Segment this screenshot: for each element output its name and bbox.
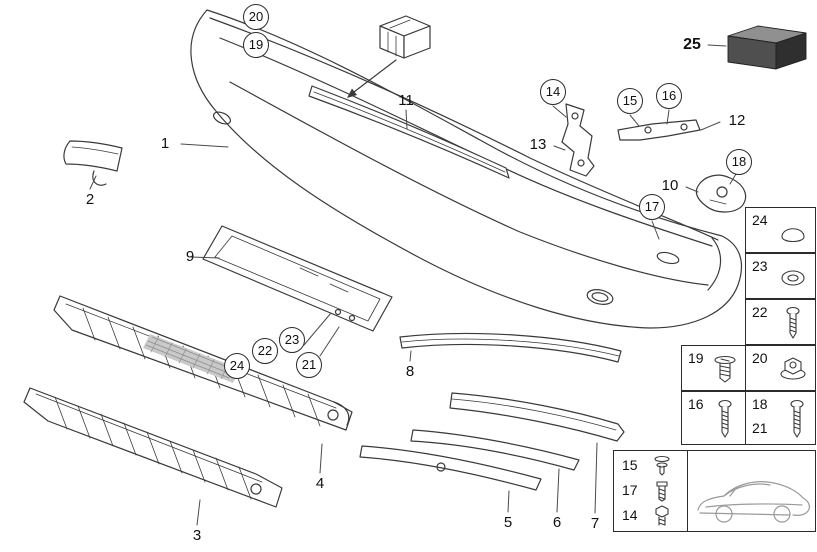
label-25[interactable]: 25 [683, 36, 701, 53]
hex-bolt-icon [655, 505, 669, 526]
part-25-box [727, 25, 807, 70]
callout-21[interactable]: 21 [296, 352, 322, 378]
push-rivet-icon [654, 455, 670, 476]
bracket-10-drawing [695, 174, 747, 213]
callout-22[interactable]: 22 [252, 338, 278, 364]
trim-strip-7-drawing [449, 392, 625, 442]
label-5[interactable]: 5 [503, 514, 513, 531]
grille-3-drawing [23, 387, 283, 508]
screw-icon [790, 399, 804, 438]
clip-detail-drawing [347, 15, 431, 98]
legend-cell-15-17-14[interactable]: 15 17 14 [613, 450, 688, 532]
expanding-rivet-icon [714, 355, 736, 383]
callout-19[interactable]: 19 [243, 32, 269, 58]
label-6[interactable]: 6 [552, 514, 562, 531]
flange-nut-icon [780, 357, 806, 380]
legend-label-15: 15 [622, 457, 638, 473]
tow-eye-cover-drawing [63, 140, 123, 186]
screw-icon [786, 306, 800, 339]
legend-cell-23[interactable]: 23 [745, 253, 816, 299]
legend-cell-22[interactable]: 22 [745, 299, 816, 345]
label-4[interactable]: 4 [315, 475, 325, 492]
car-thumbnail [697, 481, 810, 523]
label-3[interactable]: 3 [192, 527, 202, 544]
legend-label-20: 20 [752, 350, 768, 366]
legend-cell-24[interactable]: 24 [745, 207, 816, 253]
bolt-icon [656, 481, 668, 502]
callout-24[interactable]: 24 [224, 353, 250, 379]
label-9[interactable]: 9 [185, 248, 195, 265]
bump-strip-drawing [308, 85, 510, 179]
label-10[interactable]: 10 [661, 177, 679, 194]
legend-label-22: 22 [752, 304, 768, 320]
label-1[interactable]: 1 [160, 135, 170, 152]
bumper-cover-drawing [190, 9, 743, 329]
label-13[interactable]: 13 [529, 136, 547, 153]
legend-label-23: 23 [752, 258, 768, 274]
cap-plug-icon [781, 228, 805, 243]
plate-base-drawing [202, 225, 393, 332]
grommet-icon [781, 270, 805, 286]
legend-label-14: 14 [622, 507, 638, 523]
legend-cell-19[interactable]: 19 [681, 345, 746, 391]
label-12[interactable]: 12 [728, 112, 746, 129]
trim-strip-6-drawing [410, 429, 580, 471]
leader-lines [89, 44, 737, 526]
legend-label-16: 16 [688, 396, 704, 412]
callout-16[interactable]: 16 [656, 83, 682, 109]
bracket-13-drawing [561, 103, 595, 177]
callout-15[interactable]: 15 [617, 88, 643, 114]
legend-cell-16[interactable]: 16 [681, 391, 746, 445]
label-2[interactable]: 2 [85, 191, 95, 208]
trim-strip-5-drawing [359, 445, 542, 491]
label-7[interactable]: 7 [590, 515, 600, 532]
label-11[interactable]: 11 [398, 92, 414, 109]
legend-label-24: 24 [752, 212, 768, 228]
callout-14[interactable]: 14 [540, 79, 566, 105]
legend-cell-18-21[interactable]: 18 21 [745, 391, 816, 445]
legend-cell-car[interactable] [687, 450, 816, 532]
callout-23[interactable]: 23 [279, 327, 305, 353]
trim-strip-8-drawing [399, 332, 622, 363]
legend-cell-20[interactable]: 20 [745, 345, 816, 391]
callout-20[interactable]: 20 [243, 4, 269, 30]
label-8[interactable]: 8 [405, 363, 415, 380]
bracket-12-drawing [617, 119, 701, 141]
screw-icon [718, 399, 732, 438]
legend-label-18: 18 [752, 396, 768, 412]
legend-label-17: 17 [622, 482, 638, 498]
legend-label-21: 21 [752, 420, 768, 436]
callout-17[interactable]: 17 [639, 194, 665, 220]
legend-label-19: 19 [688, 350, 704, 366]
callout-18[interactable]: 18 [726, 149, 752, 175]
grille-4-drawing [53, 295, 353, 431]
